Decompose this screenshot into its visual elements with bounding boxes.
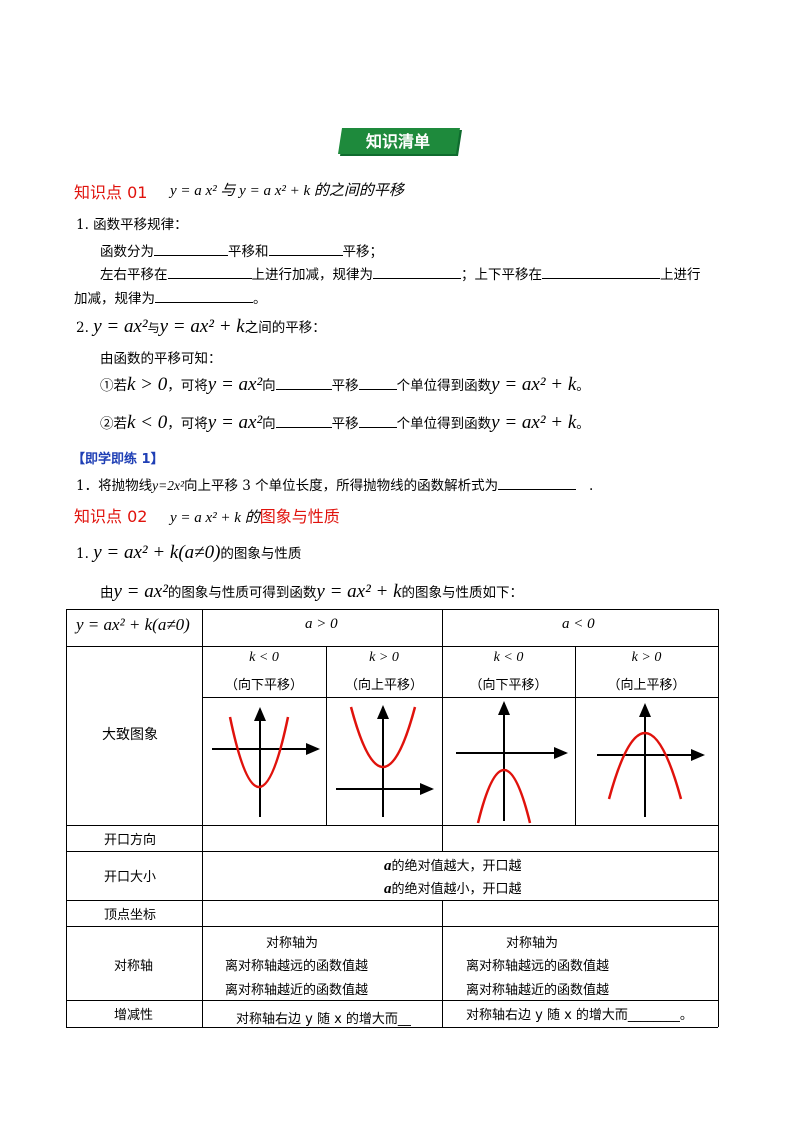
sec2-intro: 由函数的平移可知： (100, 351, 222, 367)
row-label-open-dir: 开口方向 (104, 833, 157, 848)
open-size-line-2: a的绝对值越小，开口越 (384, 881, 522, 897)
sec3-intro: 由y = ax²的图象与性质可得到函数y = ax² + k的图象与性质如下： (100, 581, 524, 602)
table-head-a-neg: a < 0 (562, 616, 595, 632)
parabola-curve (476, 769, 532, 824)
sub-desc: （向上平移） (344, 678, 423, 693)
section-banner: 知识清单 (338, 128, 462, 156)
blank (167, 277, 252, 279)
row-label-graph: 大致图象 (102, 727, 158, 743)
mono-right: 对称轴右边 y 随 x 的增大而________。 (466, 1008, 693, 1023)
practice-label: 【即学即练 1】 (72, 452, 164, 467)
graph-a-pos-k-pos (336, 705, 434, 817)
sub-desc: （向下平移） (224, 678, 303, 693)
axis-right-1: 对称轴为 (506, 936, 559, 951)
kp2-heading: y = a x² + k 的图象与性质 (170, 507, 340, 526)
sec2-heading: 2. y = ax²与y = ax² + k之间的平移： (76, 316, 326, 337)
parabola-curve (228, 716, 290, 788)
axis-right-3: 离对称轴越近的函数值越 (466, 983, 610, 998)
axis-left-1: 对称轴为 (266, 936, 319, 951)
sec3-heading: 1. y = ax² + k(a≠0)的图象与性质 (76, 542, 302, 563)
kp1-label: 知识点 01 (74, 183, 148, 202)
sub-cond: k < 0 (493, 650, 524, 665)
sec1-line2: 左右平移在上进行加减，规律为；上下平移在上进行 (100, 267, 701, 283)
sub-desc: （向上平移） (607, 678, 686, 693)
blank (155, 301, 253, 303)
blank (358, 426, 397, 428)
axis-left-2: 离对称轴越远的函数值越 (225, 959, 369, 974)
sec1-heading: 1. 函数平移规律： (76, 217, 188, 233)
parabola-curve (349, 706, 417, 769)
row-label-vertex: 顶点坐标 (104, 908, 157, 923)
answer-blank (498, 488, 577, 490)
blank (358, 388, 397, 390)
axis-right-2: 离对称轴越远的函数值越 (466, 959, 610, 974)
sec1-line3: 加减，规律为。 (74, 291, 267, 307)
axis-left-3: 离对称轴越近的函数值越 (225, 983, 369, 998)
parabola-curve (607, 732, 683, 800)
banner-bg (338, 128, 460, 154)
sub-desc: （向下平移） (469, 678, 548, 693)
open-size-line-1: a的绝对值越大，开口越 (384, 858, 522, 874)
blank (542, 277, 660, 279)
sub-cond: k < 0 (249, 650, 279, 665)
blank (154, 254, 228, 256)
sec2-rule1: ①若k > 0，可将y = ax²向平移个单位得到函数y = ax² + k。 (100, 374, 590, 395)
blank (268, 254, 343, 256)
table-head-a-pos: a > 0 (305, 616, 338, 632)
sec1-line1: 函数分为平移和平移； (100, 244, 383, 260)
blank (275, 388, 332, 390)
row-label-open-size: 开口大小 (104, 870, 157, 885)
row-label-axis: 对称轴 (114, 959, 154, 974)
graph-a-pos-k-neg (212, 707, 320, 817)
graph-a-neg-k-neg (456, 701, 568, 824)
kp1-formula: y = a x² 与 y = a x² + k 的之间的平移 (170, 183, 404, 199)
banner-title: 知识清单 (366, 132, 430, 151)
blank (275, 426, 332, 428)
sec2-rule2: ②若k < 0，可将y = ax²向平移个单位得到函数y = ax² + k。 (100, 412, 590, 433)
sub-cond: k > 0 (631, 650, 662, 665)
mono-left: 对称轴右边 y 随 x 的增大而__ (236, 1012, 411, 1027)
blank (373, 277, 461, 279)
graph-a-neg-k-pos (597, 703, 705, 817)
practice-question: 1．将抛物线y=2x²向上平移 3 个单位长度，所得抛物线的函数解析式为 . (76, 478, 594, 494)
row-label-mono: 增减性 (114, 1008, 154, 1023)
table-head-formula: y = ax² + k(a≠0) (76, 615, 190, 634)
sub-cond: k > 0 (369, 650, 399, 665)
kp2-label: 知识点 02 (74, 507, 148, 526)
